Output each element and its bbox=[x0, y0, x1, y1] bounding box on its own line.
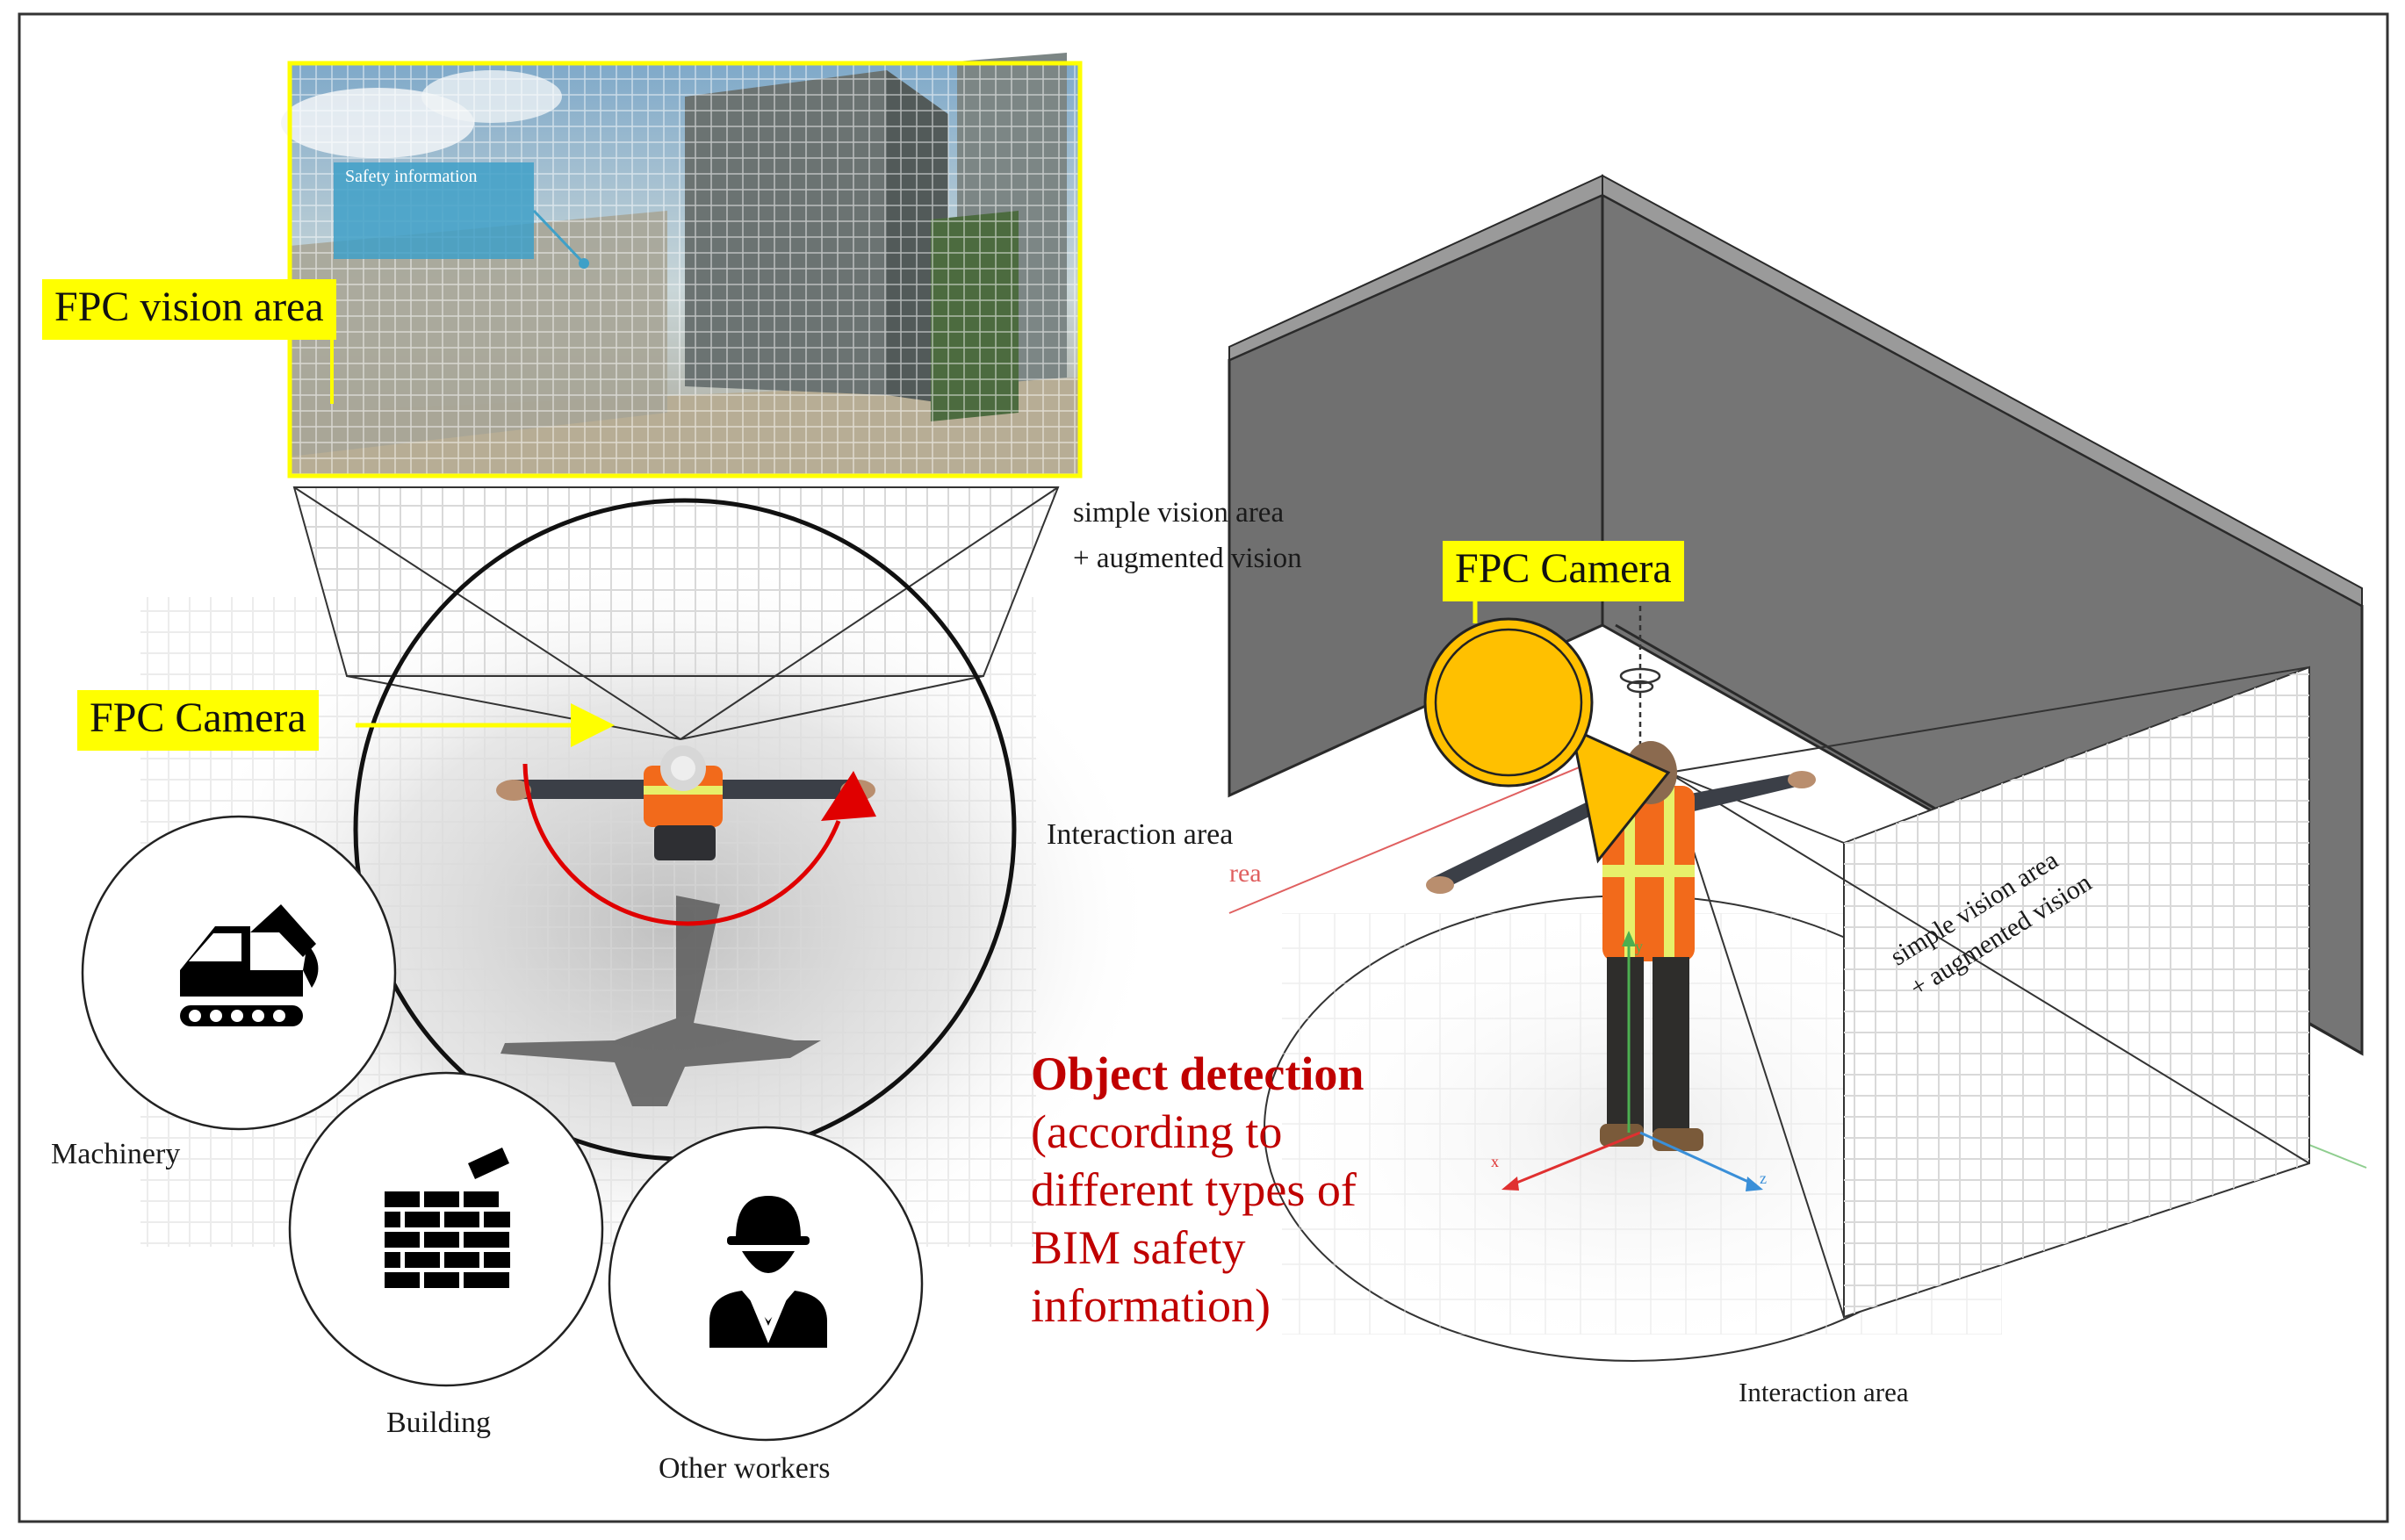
fpc-vision-screenshot bbox=[281, 53, 1083, 479]
object-detection-heading: Object detection bbox=[1031, 1047, 1365, 1100]
excavator-icon bbox=[180, 904, 319, 1026]
interaction-area-upper-label: Interaction area bbox=[1047, 818, 1234, 851]
object-detection-line3: BIM safety bbox=[1031, 1221, 1246, 1274]
other-workers-label: Other workers bbox=[659, 1452, 831, 1485]
simple-vision-line1: simple vision area bbox=[1073, 497, 1285, 529]
worker-3d bbox=[1426, 741, 1816, 1151]
worker-top-view bbox=[496, 745, 875, 1106]
rotate-axis-icon bbox=[1619, 606, 1661, 746]
other-workers-circle bbox=[608, 1126, 924, 1442]
interaction-area-partial-label: rea bbox=[1229, 859, 1262, 888]
rotation-arrow-icon bbox=[522, 763, 841, 926]
interaction-area-bottom-label: Interaction area bbox=[1739, 1377, 1909, 1407]
fpc-vision-area-label: FPC vision area bbox=[42, 279, 336, 341]
safety-info-panel bbox=[334, 162, 534, 259]
axis-z-label: z bbox=[1760, 1169, 1767, 1187]
simple-vision-line2: + augmented vision bbox=[1073, 543, 1302, 574]
figure-frame bbox=[18, 12, 2389, 1523]
axis-y-label: y bbox=[1635, 938, 1643, 955]
fpc-camera-right-label: FPC Camera bbox=[1443, 541, 1684, 602]
building-circle bbox=[288, 1071, 604, 1387]
machinery-label: Machinery bbox=[51, 1138, 181, 1170]
fpc-camera-icon bbox=[1423, 617, 1671, 864]
building-label: Building bbox=[386, 1407, 492, 1439]
object-detection-text: Object detection (according to different… bbox=[1031, 1045, 1364, 1335]
fpc-camera-left-label: FPC Camera bbox=[77, 690, 319, 752]
worker-helmet-icon bbox=[709, 1196, 827, 1348]
object-detection-line2: different types of bbox=[1031, 1163, 1357, 1216]
object-detection-line1: (according to bbox=[1031, 1105, 1283, 1158]
brick-wall-icon bbox=[385, 1148, 510, 1288]
axis-x-label: x bbox=[1491, 1153, 1499, 1170]
safety-information-label: Safety information bbox=[345, 167, 478, 186]
object-detection-line4: information) bbox=[1031, 1279, 1271, 1332]
simple-vision-area-label: simple vision area + augmented vision bbox=[1073, 490, 1302, 581]
